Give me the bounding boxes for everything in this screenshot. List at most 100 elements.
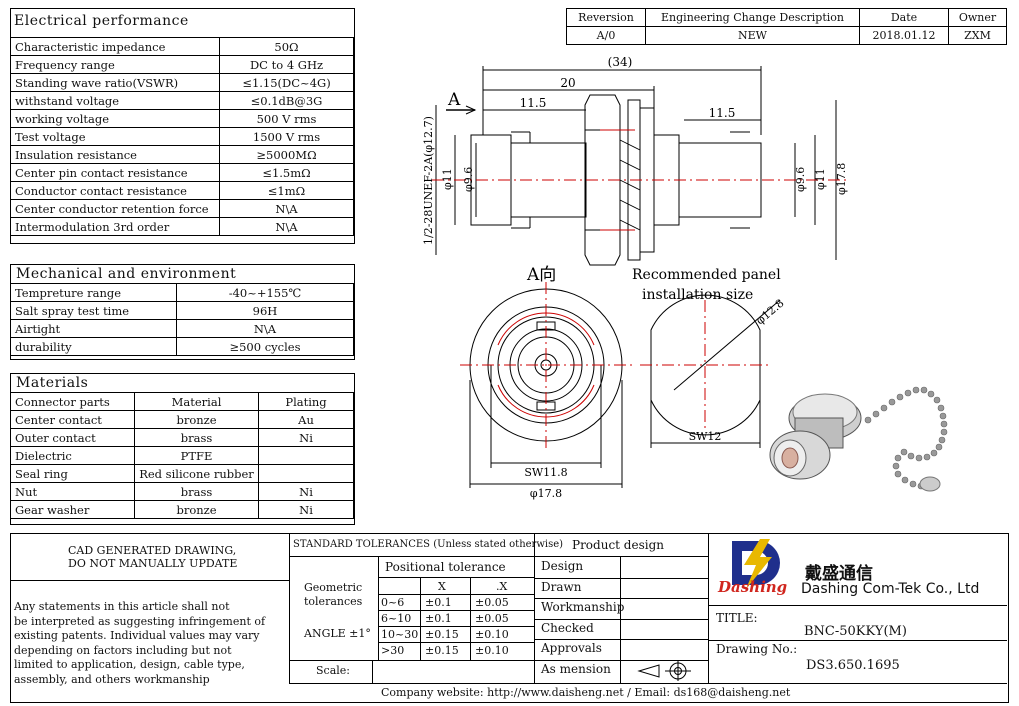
- tol-line-d: [378, 577, 534, 578]
- rev-value-owner: ZXM: [948, 26, 1007, 45]
- spec-name: Characteristic impedance: [10, 37, 220, 56]
- tol-line-f: [470, 577, 471, 660]
- tol-line-h: [372, 660, 373, 683]
- product-design-row-line: [534, 639, 708, 640]
- material-name: brass: [134, 482, 259, 501]
- product-design-title: Product design: [572, 538, 664, 552]
- spec-name: Insulation resistance: [10, 145, 220, 164]
- product-design-row-label: Design: [541, 559, 584, 573]
- title-value: BNC-50KKY(M): [804, 624, 907, 639]
- dim-11-5-right: 11.5: [709, 106, 736, 120]
- disclaimer-line: depending on factors including but not: [14, 643, 232, 657]
- spec-name: Test voltage: [10, 127, 220, 146]
- dim-phi11-right: φ11: [814, 168, 827, 190]
- material-part: Center contact: [10, 410, 135, 429]
- product-design-row-label: Workmanship: [541, 600, 625, 614]
- tol-line-e: [420, 577, 421, 660]
- material-plating: [258, 446, 354, 465]
- rev-value-reversion: A/0: [566, 26, 646, 45]
- spec-name: Salt spray test time: [10, 301, 177, 320]
- panel-label-line2: installation size: [642, 287, 753, 303]
- material-part: Dielectric: [10, 446, 135, 465]
- table-row: durability≥500 cycles: [10, 337, 354, 356]
- logo-wordmark: Dashing: [718, 578, 788, 596]
- spec-value: ≥500 cycles: [176, 337, 354, 356]
- view-a-label: A向: [526, 265, 556, 285]
- tolerance-dx: ±0.05: [475, 596, 509, 609]
- product-design-row-line: [534, 659, 708, 661]
- rev-value-description: NEW: [645, 26, 860, 45]
- tolerance-row-line: [378, 610, 534, 611]
- material-name: bronze: [134, 500, 259, 519]
- spec-name: Center conductor retention force: [10, 199, 220, 218]
- table-row: Conductor contact resistance≤1mΩ: [10, 181, 354, 200]
- spec-name: working voltage: [10, 109, 220, 128]
- co-line-b: [708, 640, 1007, 641]
- tolerance-dx: ±0.10: [475, 644, 509, 657]
- company-logo-icon: [732, 539, 780, 589]
- spec-name: withstand voltage: [10, 91, 220, 110]
- dim-sw12: SW12: [689, 430, 722, 443]
- header-material: Material: [134, 392, 259, 411]
- title-block: [10, 533, 1009, 703]
- dim-phi11-left: φ11: [441, 168, 454, 190]
- dim-phi17-8-side: φ17.8: [835, 163, 848, 195]
- product-design-row-label: Drawn: [541, 579, 582, 594]
- scale-label: Scale:: [316, 664, 350, 677]
- material-plating: Ni: [258, 500, 354, 519]
- co-line-a: [708, 605, 1007, 606]
- panel-label-line1: Recommended panel: [632, 267, 781, 283]
- geometric-label-1: Geometric: [304, 581, 363, 594]
- product-design-row-label: As mension: [541, 661, 611, 676]
- material-plating: Ni: [258, 428, 354, 447]
- product-design-row-label: Approvals: [541, 641, 602, 655]
- dim-phi17-8-front: φ17.8: [530, 487, 562, 500]
- material-part: Gear washer: [10, 500, 135, 519]
- spec-value: 500 V rms: [219, 109, 354, 128]
- rev-value-date: 2018.01.12: [859, 26, 949, 45]
- tolerance-x: ±0.15: [425, 644, 459, 657]
- tolerance-row-line: [378, 594, 534, 595]
- spec-value: -40~+155℃: [176, 283, 354, 302]
- spec-value: DC to 4 GHz: [219, 55, 354, 74]
- tolerance-range: >30: [381, 644, 405, 657]
- material-plating: Au: [258, 410, 354, 429]
- rev-header-owner: Owner: [948, 8, 1007, 27]
- pd-line-c: [708, 533, 709, 683]
- tolerance-range: 10~30: [381, 628, 419, 641]
- product-design-row-line: [534, 577, 708, 579]
- footer-contact: Company website: http://www.daisheng.net…: [381, 686, 791, 699]
- material-part: Outer contact: [10, 428, 135, 447]
- rev-header-description: Engineering Change Description: [645, 8, 860, 27]
- spec-value: N\A: [219, 217, 354, 236]
- spec-value: N\A: [176, 319, 354, 338]
- table-row: Tempreture range-40~+155℃: [10, 283, 354, 302]
- disclaimer-line: be interpreted as suggesting infringemen…: [14, 614, 266, 628]
- angle-label: ANGLE ±1°: [304, 627, 371, 640]
- positional-tolerance-label: Positional tolerance: [385, 560, 506, 574]
- spec-value: ≥5000MΩ: [219, 145, 354, 164]
- tolerance-x: ±0.1: [425, 596, 452, 609]
- dim-11-5-left: 11.5: [520, 96, 547, 110]
- tol-line-b: [534, 533, 535, 683]
- material-name: bronze: [134, 410, 259, 429]
- header-plating: Plating: [258, 392, 354, 411]
- table-row: Center pin contact resistance≤1.5mΩ: [10, 163, 354, 182]
- tolerance-x: ±0.15: [425, 628, 459, 641]
- tolerance-range: 0~6: [381, 596, 405, 609]
- dim-20: 20: [560, 76, 575, 90]
- drawing-no-value: DS3.650.1695: [806, 658, 900, 673]
- dim-phi12-8: φ12.8: [754, 297, 787, 328]
- disclaimer-line: limited to application, design, cable ty…: [14, 658, 245, 671]
- spec-value: 96H: [176, 301, 354, 320]
